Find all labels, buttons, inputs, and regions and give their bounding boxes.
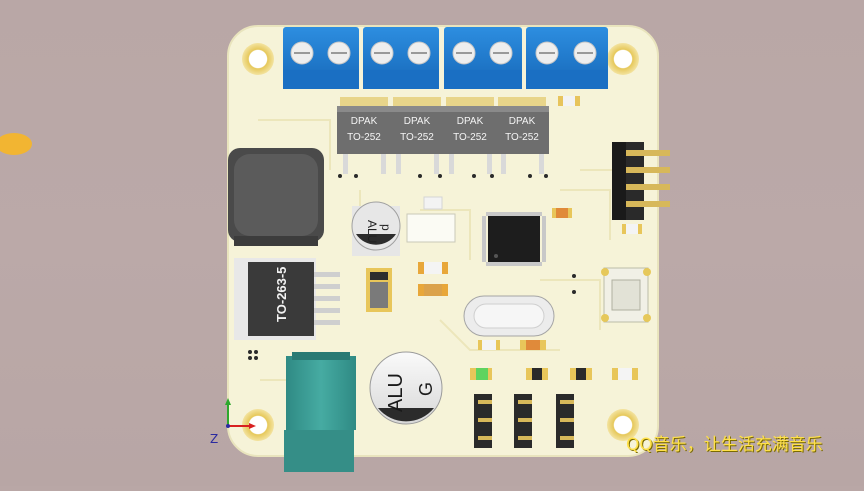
dpak-1-line1: DPAK [351, 116, 378, 127]
large-capacitor-line1: ALU [385, 373, 407, 412]
diode [366, 268, 392, 312]
dpak-3-line1: DPAK [457, 116, 484, 127]
small-capacitor: ALU p [351, 201, 401, 256]
pin-headers-bottom [474, 394, 574, 448]
dpak-3-line2: TO-252 [453, 132, 487, 143]
axis-gizmo [225, 398, 256, 429]
dpak-4-line1: DPAK [509, 116, 536, 127]
dpak-1-line2: TO-252 [347, 132, 381, 143]
mounting-holes [242, 43, 639, 441]
dpak-3: DPAK TO-252 [443, 97, 497, 174]
pin-header-right [612, 142, 670, 220]
power-inductor [228, 148, 324, 246]
dpak-4: DPAK TO-252 [495, 97, 549, 174]
large-capacitor-line2: G [416, 382, 436, 396]
screw-terminals [283, 27, 608, 89]
crystal-oscillator [463, 295, 555, 337]
mcu-chip [482, 212, 546, 266]
white-module [406, 213, 456, 243]
resistor-top-right [558, 96, 580, 106]
small-capacitor-line1: ALU [365, 220, 379, 243]
dpak-2: DPAK TO-252 [390, 97, 444, 174]
dc-power-jack [284, 352, 356, 472]
white-smd [423, 196, 443, 210]
smd-parts [418, 208, 642, 380]
dpak-2-line2: TO-252 [400, 132, 434, 143]
dpak-1: DPAK TO-252 [337, 97, 391, 174]
regulator-to263: TO-263-5 [234, 258, 340, 340]
large-capacitor: ALU G [369, 351, 443, 425]
small-capacitor-line2: p [379, 224, 393, 231]
regulator-label: TO-263-5 [274, 267, 289, 322]
dpak-2-line1: DPAK [404, 116, 431, 127]
axis-z-label: Z [210, 432, 219, 446]
dpak-4-line2: TO-252 [505, 132, 539, 143]
dpak-transistors: DPAK TO-252 DPAK TO-252 DPAK TO-252 DPAK… [337, 97, 549, 174]
tactile-switch [601, 267, 651, 323]
off-board-part [0, 133, 32, 155]
vias [248, 174, 576, 360]
watermark-text: QQ音乐，让生活充满音乐 [626, 435, 823, 455]
